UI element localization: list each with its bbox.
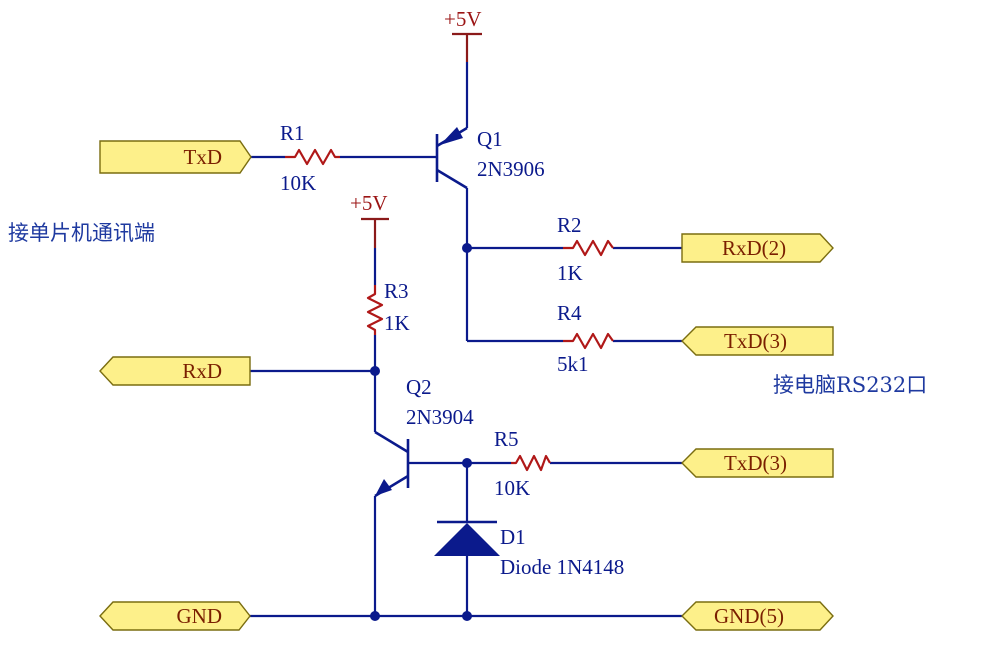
port-txd-mcu-label: TxD [184, 145, 223, 169]
q1-part: 2N3906 [477, 157, 545, 181]
q2-part: 2N3904 [406, 405, 474, 429]
r5-value: 10K [494, 476, 530, 500]
port-gnd-mcu-label: GND [177, 604, 223, 628]
r3-ref: R3 [384, 279, 409, 303]
transistor-q2: Q2 2N3904 [374, 375, 474, 498]
q2-ref: Q2 [406, 375, 432, 399]
diode-d1: D1 Diode 1N4148 [434, 520, 624, 579]
mcu-side-note: 接单片机通讯端 [8, 221, 155, 245]
r4-value: 5k1 [557, 352, 589, 376]
r1-value: 10K [280, 171, 316, 195]
junction-dot [370, 611, 380, 621]
port-txd-pc-r4: TxD(3) [681, 326, 834, 356]
transistor-q1: Q1 2N3906 [435, 126, 545, 190]
junction-dot [462, 243, 472, 253]
junctions [370, 243, 472, 621]
r2-ref: R2 [557, 213, 582, 237]
vcc-top-label: +5V [444, 7, 482, 31]
vcc-top-symbol: +5V [444, 7, 482, 62]
r1-ref: R1 [280, 121, 305, 145]
resistor-r1: R1 10K [280, 121, 340, 195]
port-gnd-pc-label: GND(5) [714, 604, 784, 628]
port-rxd-pc-label: RxD(2) [722, 236, 786, 260]
junction-dot [462, 611, 472, 621]
q1-emitter-arrow [440, 127, 463, 145]
junction-dot [370, 366, 380, 376]
port-gnd-mcu: GND [99, 601, 251, 631]
wires [250, 62, 682, 618]
resistor-r2: R2 1K [557, 213, 614, 285]
resistor-r5: R5 10K [494, 427, 551, 500]
pc-side-note: 接电脑RS232口 [773, 373, 927, 397]
port-txd-mcu: TxD [99, 140, 252, 174]
d1-part: Diode 1N4148 [500, 555, 624, 579]
resistor-r3: R3 1K [366, 279, 410, 335]
vcc-mid-label: +5V [350, 191, 388, 215]
r2-value: 1K [557, 261, 583, 285]
resistor-r4: R4 5k1 [557, 301, 614, 376]
q1-ref: Q1 [477, 127, 503, 151]
d1-ref: D1 [500, 525, 526, 549]
port-gnd-pc: GND(5) [681, 601, 834, 631]
r3-value: 1K [384, 311, 410, 335]
r5-ref: R5 [494, 427, 519, 451]
port-rxd-mcu-label: RxD [182, 359, 222, 383]
port-rxd-mcu: RxD [99, 356, 251, 386]
port-txd-pc-r4-label: TxD(3) [724, 329, 787, 353]
port-txd-pc-r5-label: TxD(3) [724, 451, 787, 475]
vcc-mid-symbol: +5V [350, 191, 389, 248]
r4-ref: R4 [557, 301, 582, 325]
port-txd-pc-r5: TxD(3) [681, 448, 834, 478]
q2-emitter-arrow [375, 479, 392, 496]
d1-triangle [434, 523, 500, 556]
junction-dot [462, 458, 472, 468]
port-rxd-pc: RxD(2) [681, 233, 834, 263]
